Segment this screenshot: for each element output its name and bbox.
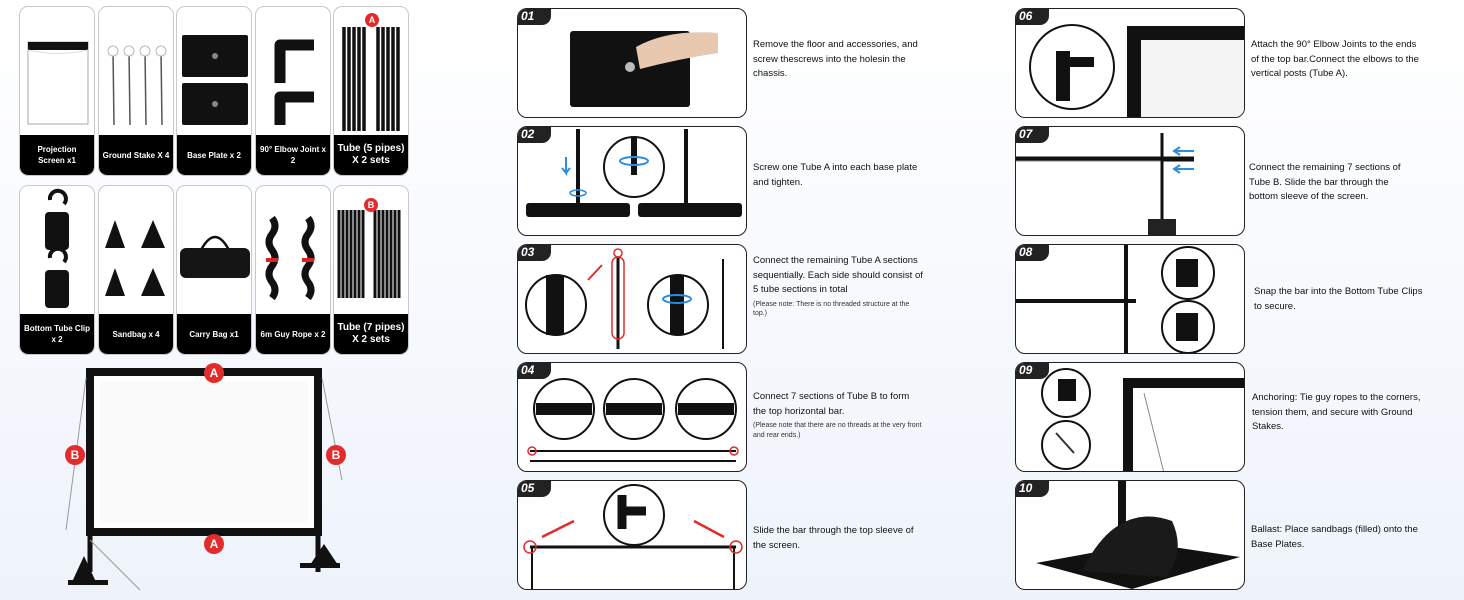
step-number: 09	[1016, 363, 1049, 379]
part-card-elbow-joint: 90° Elbow Joint x 2	[255, 6, 331, 176]
step-number: 05	[518, 481, 551, 497]
step-07: 07	[1015, 126, 1245, 236]
tube-b-image	[337, 210, 401, 298]
step-02-image	[526, 129, 742, 217]
step-number: 04	[518, 363, 551, 379]
step-05: 05	[517, 480, 747, 590]
part-card-sandbag: Sandbag x 4	[98, 185, 174, 355]
step-09-description: Anchoring: Tie guy ropes to the corners,…	[1252, 392, 1421, 432]
part-card-ground-stake: Ground Stake X 4	[98, 6, 174, 176]
guy-rope-image	[265, 215, 315, 301]
part-label: 6m Guy Rope x 2	[256, 314, 330, 354]
carry-bag-image	[180, 235, 250, 278]
sandbag-image	[105, 220, 165, 296]
part-card-guy-rope: 6m Guy Rope x 2	[255, 185, 331, 355]
part-label: Tube (7 pipes) X 2 sets	[334, 314, 408, 354]
step-05-image	[523, 484, 743, 589]
tube-a-image	[342, 27, 400, 131]
base-plate-image	[182, 35, 248, 125]
elbow-joint-image	[274, 39, 314, 125]
assembly-badge-top: A	[204, 363, 224, 383]
step-09-image	[1041, 368, 1244, 471]
part-label: Sandbag x 4	[99, 314, 173, 354]
step-02: 02	[517, 126, 747, 236]
part-label: Projection Screen x1	[20, 135, 94, 175]
step-08-image	[1016, 245, 1215, 353]
ground-stake-image	[107, 45, 167, 126]
part-label: Bottom Tube Clip x 2	[20, 314, 94, 354]
part-label: Tube (5 pipes) X 2 sets	[334, 135, 408, 175]
step-number: 10	[1016, 481, 1049, 497]
part-card-base-plate: Base Plate x 2	[176, 6, 252, 176]
step-01: 01	[517, 8, 747, 118]
step-01-image	[570, 31, 718, 107]
part-label: Carry Bag x1	[177, 314, 251, 354]
tube-clip-image	[45, 188, 69, 308]
step-01-description: Remove the floor and accessories, and sc…	[753, 39, 918, 79]
part-card-tube-a: A Tube (5 pipes) X 2 sets	[333, 6, 409, 176]
step-05-description: Slide the bar through the top sleeve of …	[753, 525, 914, 551]
step-03-note: (Please note: There is no threaded struc…	[753, 300, 910, 318]
part-card-carry-bag: Carry Bag x1	[176, 185, 252, 355]
step-03-image	[525, 248, 724, 349]
assembled-screen-image	[65, 368, 343, 591]
part-card-tube-b: B Tube (7 pipes) X 2 sets	[333, 185, 409, 355]
step-number: 03	[518, 245, 551, 261]
step-03: 03	[517, 244, 747, 354]
assembled-screen-illustration: A A B B	[60, 360, 380, 600]
step-number: 06	[1016, 9, 1049, 25]
step-07-description: Connect the remaining 7 sections of Tube…	[1249, 162, 1401, 202]
step-04-note: (Please note that there are no threads a…	[753, 422, 922, 439]
step-06-image	[1029, 24, 1244, 117]
part-label: Base Plate x 2	[177, 135, 251, 175]
step-number: 02	[518, 127, 551, 143]
part-label: 90° Elbow Joint x 2	[256, 135, 330, 175]
projection-screen-image	[27, 41, 89, 125]
part-card-bottom-tube-clip: Bottom Tube Clip x 2	[19, 185, 95, 355]
step-number: 01	[518, 9, 551, 25]
tube-b-badge: B	[364, 198, 378, 212]
step-10-image	[1036, 481, 1240, 589]
step-02-description: Screw one Tube A into each base plate an…	[753, 162, 918, 188]
step-08: 08	[1015, 244, 1245, 354]
step-04: 04	[517, 362, 747, 472]
step-10: 10	[1015, 480, 1245, 590]
assembly-badge-left: B	[65, 445, 85, 465]
step-09: 09	[1015, 362, 1245, 472]
step-number: 08	[1016, 245, 1049, 261]
step-07-image	[1016, 133, 1194, 235]
step-number: 07	[1016, 127, 1049, 143]
assembly-badge-bottom: A	[204, 534, 224, 554]
step-08-description: Snap the bar into the Bottom Tube Clips …	[1254, 286, 1423, 312]
part-label: Ground Stake X 4	[99, 135, 173, 175]
step-10-description: Ballast: Place sandbags (filled) onto th…	[1251, 524, 1418, 550]
step-04-description: Connect 7 sections of Tube B to form the…	[753, 391, 922, 439]
assembly-badge-right: B	[326, 445, 346, 465]
tube-a-badge: A	[365, 13, 379, 27]
part-card-projection-screen: Projection Screen x1	[19, 6, 95, 176]
step-03-description: Connect the remaining Tube A sections se…	[753, 255, 923, 318]
step-06: 06	[1015, 8, 1245, 118]
step-04-image	[527, 378, 739, 462]
step-06-description: Attach the 90° Elbow Joints to the ends …	[1251, 39, 1419, 79]
